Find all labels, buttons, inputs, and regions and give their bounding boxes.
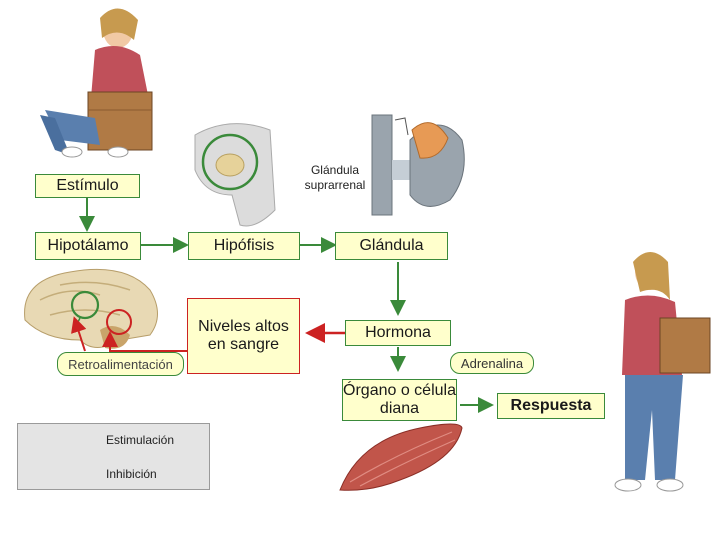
legend: Estimulación Inhibición [17,423,210,490]
niveles-box: Niveles altos en sangre [187,298,300,374]
niveles-label: Niveles altos en sangre [198,318,289,353]
hormona-label: Hormona [365,324,431,341]
retroalimentacion-tag: Retroalimentación [57,352,184,376]
respuesta-label: Respuesta [510,397,592,414]
inhibition-arrows [71,316,345,352]
hormona-box: Hormona [345,320,451,346]
estimulo-box: Estímulo [35,174,140,198]
adrenalina-tag: Adrenalina [450,352,534,374]
brain-illustration [24,268,158,349]
estimulo-label: Estímulo [56,177,119,194]
adrenalina-label: Adrenalina [460,355,524,371]
hipofisis-box: Hipófisis [188,232,300,260]
person-lifting-illustration-right [614,252,711,492]
respuesta-box: Respuesta [497,393,605,419]
glandula-suprarrenal-label: Glándula suprarrenal [304,163,366,192]
hipofisis-label: Hipófisis [213,237,275,254]
organo-box: Órgano o célula diana [342,379,457,421]
glandula-box: Glándula [335,232,448,260]
retroalimentacion-label: Retroalimentación [68,356,173,372]
organo-label: Órgano o célula diana [343,381,456,417]
glandula-suprarrenal-caption: Glándula suprarrenal [292,163,378,193]
hipotalamo-label: Hipotálamo [47,237,129,254]
muscle-illustration [339,423,463,491]
legend-estimulacion-label: Estimulación [106,433,175,447]
legend-inhibicion-label: Inhibición [106,467,157,481]
glandula-label: Glándula [359,237,424,254]
hipotalamo-box: Hipotálamo [35,232,141,260]
person-lifting-illustration-left [40,8,153,158]
pituitary-illustration [194,123,276,227]
adrenal-illustration [371,114,465,216]
